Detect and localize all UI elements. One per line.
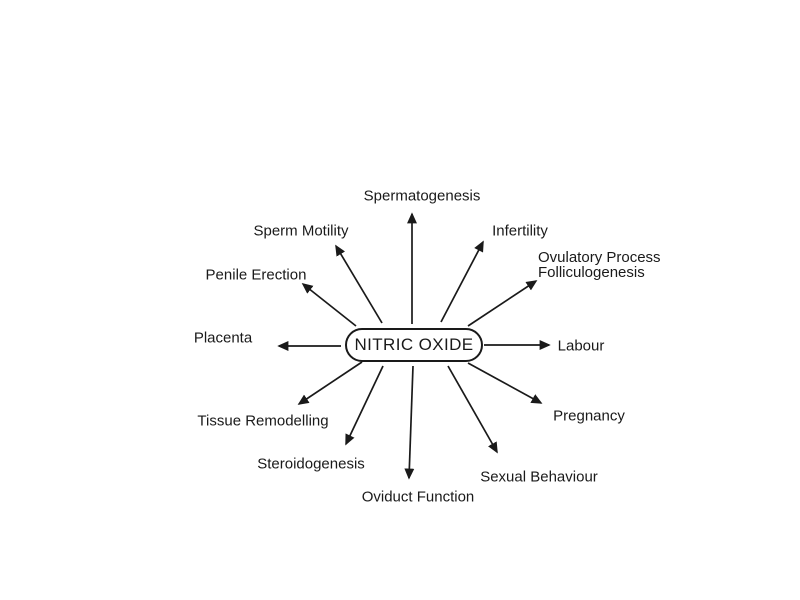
spoke-label-ovulatory-process: Ovulatory Process Folliculogenesis <box>538 250 661 280</box>
arrow-to-sexual-behaviour <box>447 365 498 454</box>
arrow-to-ovulatory-process <box>467 280 538 327</box>
spoke-label-labour: Labour <box>557 337 605 355</box>
arrow-to-penile-erection <box>301 282 357 327</box>
spoke-label-penile-erection: Penile Erection <box>205 266 307 284</box>
spoke-label-placenta: Placenta <box>193 329 253 347</box>
spoke-label-pregnancy: Pregnancy <box>553 407 625 425</box>
spoke-label-sexual-behaviour: Sexual Behaviour <box>480 468 598 486</box>
arrow-to-infertility <box>440 240 484 323</box>
spoke-label-spermatogenesis: Spermatogenesis <box>363 187 481 205</box>
spoke-label-ovulatory-line2: Folliculogenesis <box>538 264 645 281</box>
central-node: NITRIC OXIDE <box>345 328 483 362</box>
arrow-to-tissue-remodelling <box>297 361 363 405</box>
arrow-to-sperm-motility <box>335 244 383 324</box>
arrow-to-pregnancy <box>467 362 543 404</box>
spoke-label-sperm-motility: Sperm Motility <box>253 222 349 240</box>
arrow-to-steroidogenesis <box>345 365 384 446</box>
spoke-label-tissue-remodelling: Tissue Remodelling <box>197 412 329 430</box>
spoke-label-ovulatory-line1: Ovulatory Process <box>538 249 661 266</box>
spoke-label-oviduct-function: Oviduct Function <box>361 488 475 506</box>
arrow-to-oviduct-function <box>404 365 415 480</box>
spoke-label-infertility: Infertility <box>492 222 548 240</box>
central-node-label: NITRIC OXIDE <box>354 335 474 354</box>
spoke-label-steroidogenesis: Steroidogenesis <box>257 455 365 473</box>
